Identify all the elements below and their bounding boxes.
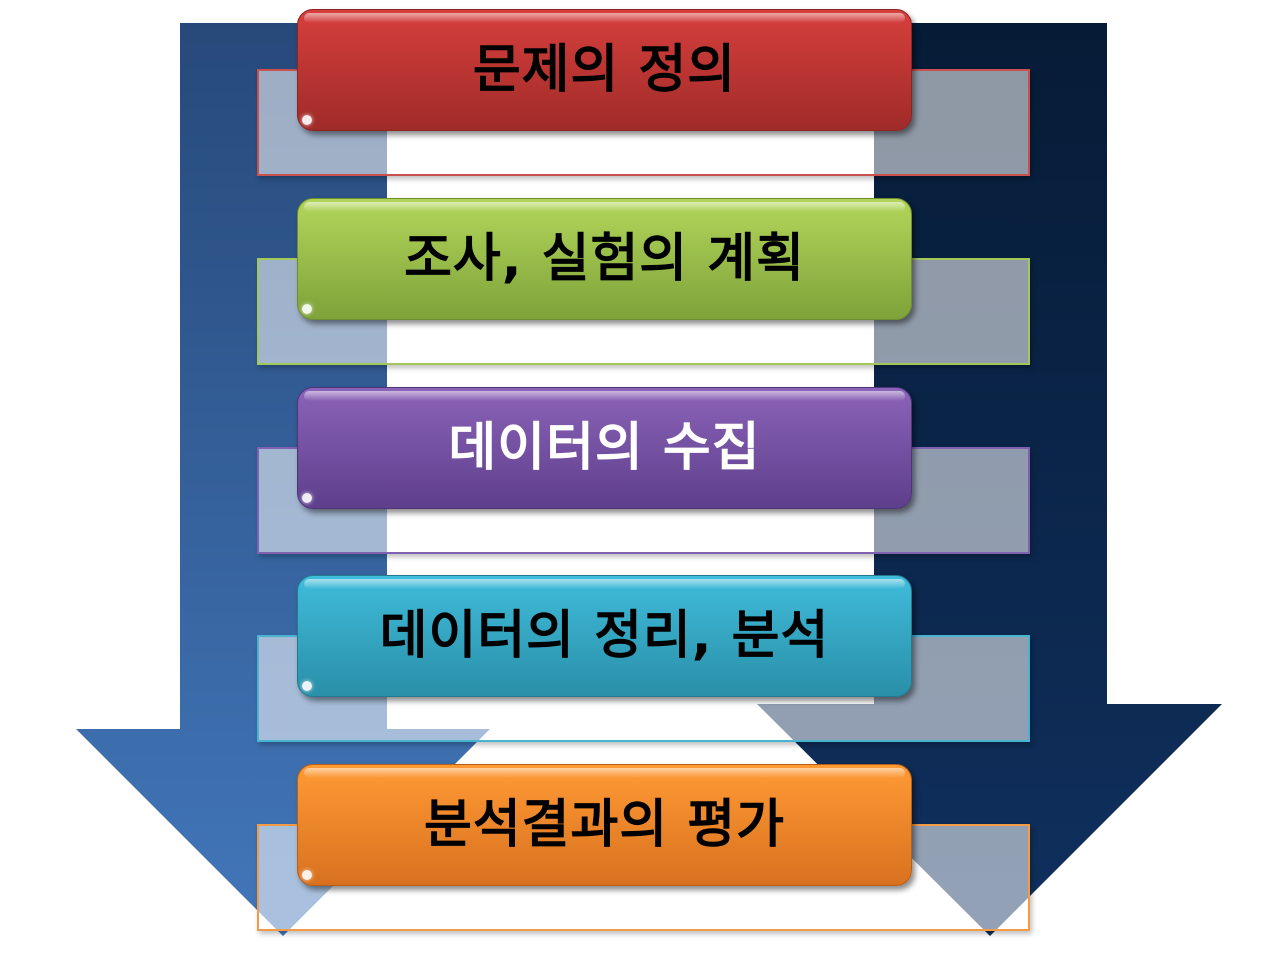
step-5-box[interactable]: 분석결과의 평가 (297, 764, 912, 886)
step-3: 데이터의 수집 (0, 387, 1276, 587)
step-4-label: 데이터의 정리, 분석 (379, 606, 830, 666)
step-4-box[interactable]: 데이터의 정리, 분석 (297, 575, 912, 697)
step-5-label: 분석결과의 평가 (424, 795, 785, 855)
step-1-box[interactable]: 문제의 정의 (297, 9, 912, 131)
step-2-label: 조사, 실험의 계획 (404, 229, 805, 289)
step-3-box[interactable]: 데이터의 수집 (297, 387, 912, 509)
step-2-box[interactable]: 조사, 실험의 계획 (297, 198, 912, 320)
step-3-label: 데이터의 수집 (448, 418, 761, 478)
step-2: 조사, 실험의 계획 (0, 198, 1276, 398)
step-5: 분석결과의 평가 (0, 764, 1276, 964)
step-1: 문제의 정의 (0, 9, 1276, 209)
step-1-label: 문제의 정의 (472, 40, 737, 100)
step-4: 데이터의 정리, 분석 (0, 575, 1276, 775)
